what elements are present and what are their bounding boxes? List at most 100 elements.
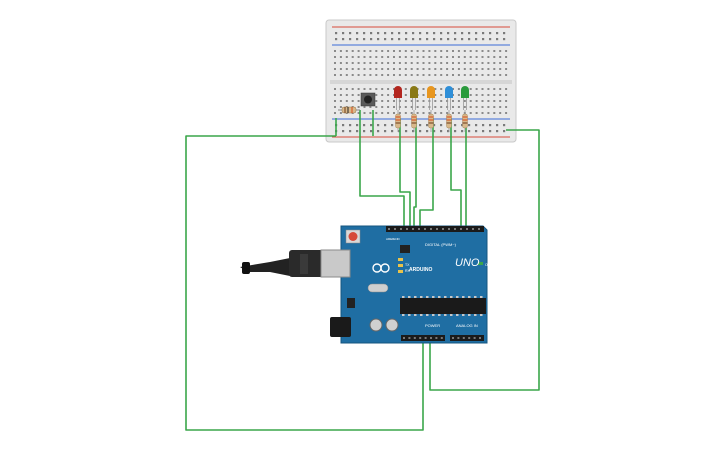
rail-hole[interactable] xyxy=(391,38,394,41)
breadboard-hole[interactable] xyxy=(422,50,425,52)
breadboard-hole[interactable] xyxy=(351,68,354,70)
breadboard-hole[interactable] xyxy=(375,94,378,96)
breadboard-hole[interactable] xyxy=(375,62,378,64)
breadboard-hole[interactable] xyxy=(410,68,413,70)
breadboard-hole[interactable] xyxy=(345,94,348,96)
breadboard-hole[interactable] xyxy=(457,56,460,58)
breadboard-hole[interactable] xyxy=(393,100,395,102)
breadboard-hole[interactable] xyxy=(463,62,466,64)
breadboard-hole[interactable] xyxy=(334,68,336,70)
breadboard-hole[interactable] xyxy=(463,74,466,76)
header-pin[interactable] xyxy=(466,228,468,230)
breadboard-hole[interactable] xyxy=(481,74,484,76)
breadboard-hole[interactable] xyxy=(375,74,378,76)
breadboard-hole[interactable] xyxy=(339,100,342,102)
breadboard-hole[interactable] xyxy=(469,100,472,102)
breadboard-hole[interactable] xyxy=(452,68,454,70)
rail-hole[interactable] xyxy=(496,38,499,41)
rail-hole[interactable] xyxy=(440,38,443,41)
rail-hole[interactable] xyxy=(363,32,366,35)
breadboard-hole[interactable] xyxy=(339,112,342,114)
breadboard-hole[interactable] xyxy=(357,50,360,52)
rail-hole[interactable] xyxy=(377,124,380,127)
breadboard-hole[interactable] xyxy=(440,74,443,76)
breadboard-hole[interactable] xyxy=(481,94,484,96)
breadboard-hole[interactable] xyxy=(505,56,508,58)
breadboard-hole[interactable] xyxy=(351,100,354,102)
rail-hole[interactable] xyxy=(384,124,387,127)
breadboard-hole[interactable] xyxy=(463,56,466,58)
breadboard-hole[interactable] xyxy=(469,62,472,64)
breadboard-hole[interactable] xyxy=(357,68,360,70)
breadboard-hole[interactable] xyxy=(499,94,502,96)
breadboard-hole[interactable] xyxy=(416,74,419,76)
rail-hole[interactable] xyxy=(342,130,345,133)
breadboard-hole[interactable] xyxy=(481,88,484,90)
rail-hole[interactable] xyxy=(433,124,436,127)
breadboard-hole[interactable] xyxy=(422,62,425,64)
breadboard-hole[interactable] xyxy=(481,50,484,52)
breadboard-hole[interactable] xyxy=(499,106,502,108)
resistor[interactable] xyxy=(428,110,434,132)
breadboard-hole[interactable] xyxy=(469,68,472,70)
breadboard-hole[interactable] xyxy=(357,94,360,96)
breadboard-hole[interactable] xyxy=(339,74,342,76)
breadboard-hole[interactable] xyxy=(440,88,443,90)
breadboard-hole[interactable] xyxy=(363,74,366,76)
breadboard-hole[interactable] xyxy=(428,50,431,52)
breadboard-hole[interactable] xyxy=(440,100,443,102)
breadboard-hole[interactable] xyxy=(387,100,390,102)
header-pin[interactable] xyxy=(472,228,474,230)
breadboard-hole[interactable] xyxy=(381,68,384,70)
rail-hole[interactable] xyxy=(405,38,408,41)
breadboard-hole[interactable] xyxy=(457,50,460,52)
rail-hole[interactable] xyxy=(433,38,436,41)
breadboard-hole[interactable] xyxy=(393,74,395,76)
rail-hole[interactable] xyxy=(475,38,478,41)
breadboard-hole[interactable] xyxy=(369,56,372,58)
rail-hole[interactable] xyxy=(391,32,394,35)
breadboard-hole[interactable] xyxy=(428,56,431,58)
breadboard-hole[interactable] xyxy=(363,88,366,90)
breadboard-hole[interactable] xyxy=(428,112,431,114)
breadboard-hole[interactable] xyxy=(357,74,360,76)
breadboard-hole[interactable] xyxy=(381,62,384,64)
rail-hole[interactable] xyxy=(349,130,352,133)
breadboard-hole[interactable] xyxy=(475,62,478,64)
rail-hole[interactable] xyxy=(335,32,338,35)
breadboard-hole[interactable] xyxy=(440,50,443,52)
rail-hole[interactable] xyxy=(391,124,394,127)
rail-hole[interactable] xyxy=(398,130,401,133)
breadboard-hole[interactable] xyxy=(404,106,407,108)
rail-hole[interactable] xyxy=(454,32,457,35)
breadboard-hole[interactable] xyxy=(457,68,460,70)
rail-hole[interactable] xyxy=(475,130,478,133)
rail-hole[interactable] xyxy=(475,32,478,35)
rail-hole[interactable] xyxy=(503,32,506,35)
breadboard-hole[interactable] xyxy=(381,94,384,96)
breadboard-hole[interactable] xyxy=(469,88,472,90)
breadboard-hole[interactable] xyxy=(351,62,354,64)
rail-hole[interactable] xyxy=(461,32,464,35)
rail-hole[interactable] xyxy=(489,38,492,41)
breadboard-hole[interactable] xyxy=(487,112,490,114)
breadboard-hole[interactable] xyxy=(434,56,437,58)
rail-hole[interactable] xyxy=(349,124,352,127)
breadboard-hole[interactable] xyxy=(369,50,372,52)
header-pin[interactable] xyxy=(478,228,480,230)
breadboard-hole[interactable] xyxy=(363,62,366,64)
breadboard-hole[interactable] xyxy=(351,94,354,96)
rail-hole[interactable] xyxy=(454,130,457,133)
breadboard-hole[interactable] xyxy=(345,74,348,76)
breadboard-hole[interactable] xyxy=(475,88,478,90)
breadboard-hole[interactable] xyxy=(505,74,508,76)
breadboard-hole[interactable] xyxy=(339,56,342,58)
header-pin[interactable] xyxy=(413,337,416,339)
breadboard-hole[interactable] xyxy=(487,56,490,58)
breadboard-hole[interactable] xyxy=(505,62,508,64)
rail-hole[interactable] xyxy=(370,38,373,41)
breadboard-hole[interactable] xyxy=(452,100,454,102)
breadboard-hole[interactable] xyxy=(404,94,407,96)
rail-hole[interactable] xyxy=(503,130,506,133)
breadboard-hole[interactable] xyxy=(499,68,502,70)
